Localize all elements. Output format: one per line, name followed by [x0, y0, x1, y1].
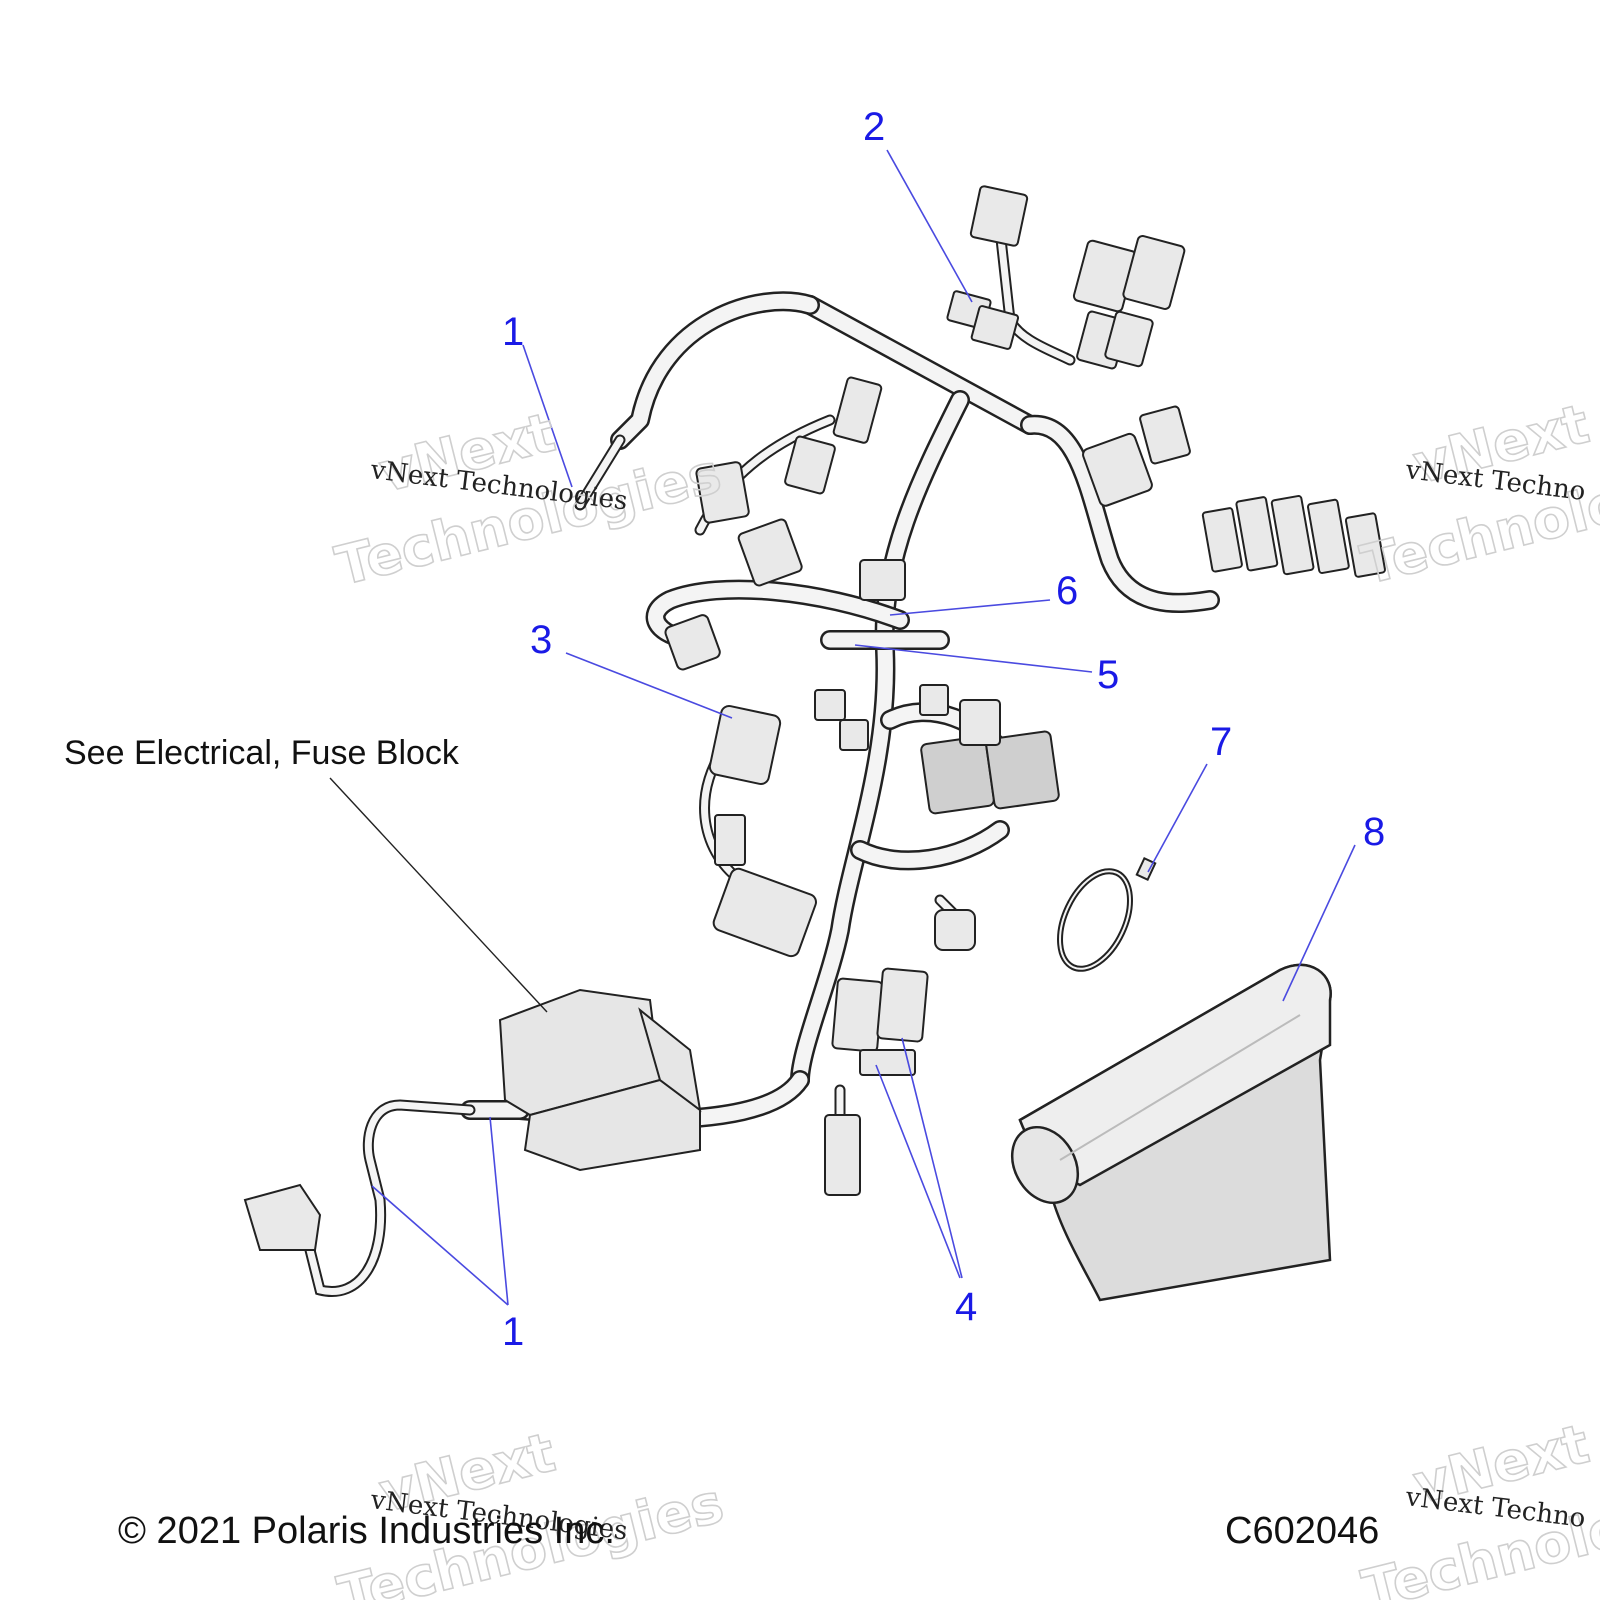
callout-8: 8 [1363, 810, 1385, 854]
callout-2: 2 [863, 105, 885, 149]
fuse-block-leader [329, 777, 548, 1013]
reference-note-fuse-block: See Electrical, Fuse Block [64, 734, 460, 772]
cable-tie-part [1057, 856, 1157, 972]
callout-3: 3 [530, 618, 552, 662]
callout-5: 5 [1097, 653, 1119, 697]
harness-wires [304, 224, 1220, 1297]
copyright-notice: © 2021 Polaris Industries Inc. [118, 1510, 615, 1552]
callout-7: 7 [1210, 720, 1232, 764]
figure-id: C602046 [1225, 1510, 1379, 1552]
callout-1-bottom: 1 [502, 1310, 524, 1354]
callout-4: 4 [955, 1285, 977, 1329]
callout-6: 6 [1056, 569, 1078, 613]
callout-1-top: 1 [502, 310, 524, 354]
harness-connectors [243, 185, 1386, 1251]
watermark-group: vNext Technologies vNext Technologies vN… [329, 391, 1600, 1600]
protective-sleeve-part [1010, 963, 1332, 1302]
callout-leaders [371, 149, 1356, 1306]
